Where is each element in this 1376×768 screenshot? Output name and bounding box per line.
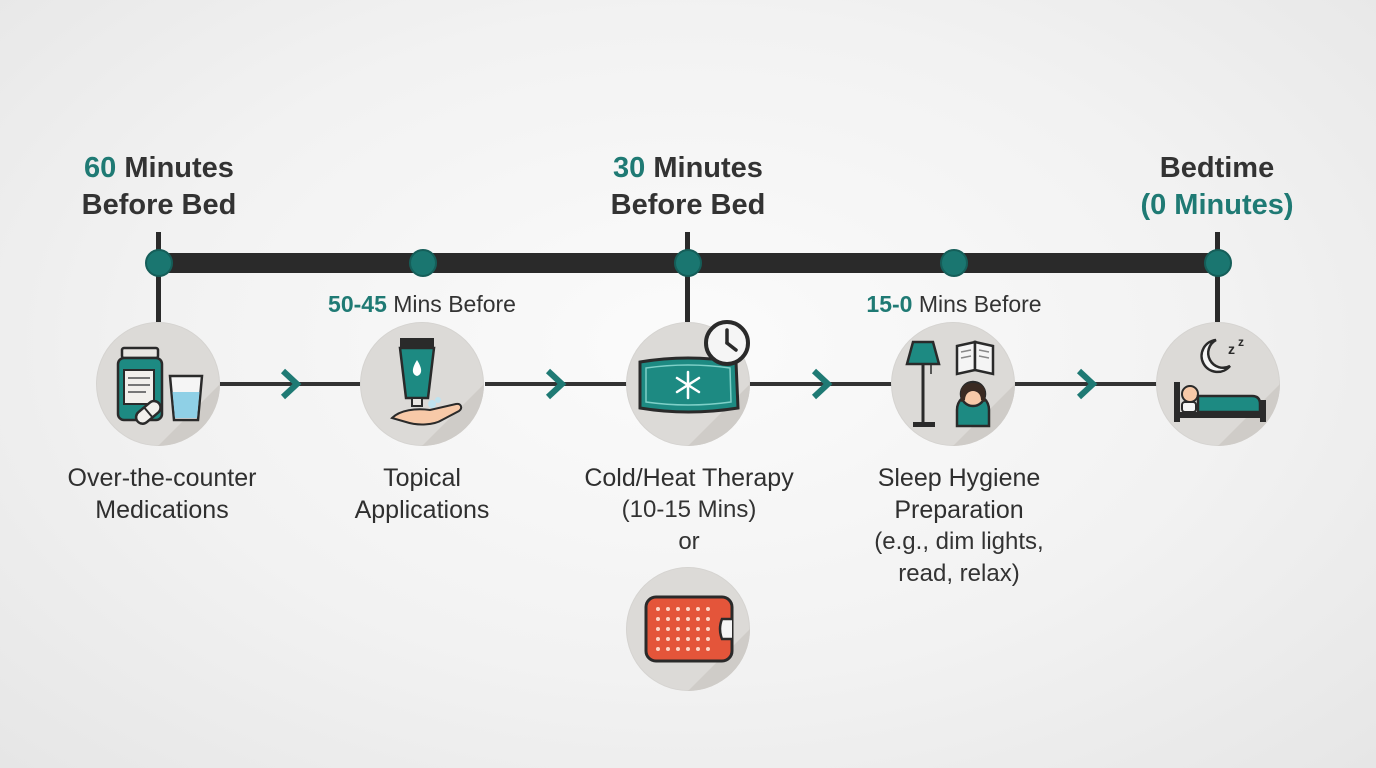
clock-icon (704, 320, 750, 366)
timeline-tick-top (685, 232, 690, 257)
timeline-dot-bedtime (1204, 249, 1232, 277)
timeline-dot-60 (145, 249, 173, 277)
timeline-tick-down (1215, 270, 1220, 322)
heating-pad-icon (626, 567, 750, 691)
svg-text:z: z (1228, 341, 1235, 357)
interval-50-45-label: 50-45 Mins Before (328, 291, 516, 317)
timeline-tick-down (685, 270, 690, 322)
timeline-dot-50-45 (409, 249, 437, 277)
lamp-book-person-icon (891, 322, 1015, 446)
timeline-tick-down (156, 270, 161, 322)
timeline-dot-15-0 (940, 249, 968, 277)
timeline-tick-top (156, 232, 161, 257)
flow-connector (220, 382, 360, 386)
flow-connector (485, 382, 627, 386)
chevron-right-icon (545, 368, 567, 400)
timeline-dot-30 (674, 249, 702, 277)
step-topical-label: Topical Applications (354, 464, 490, 524)
svg-text:z: z (1238, 335, 1244, 349)
flow-connector (1015, 382, 1157, 386)
step-medications-label: Over-the-counter Medications (67, 464, 257, 524)
chevron-right-icon (280, 368, 302, 400)
cream-tube-hand-icon (360, 322, 484, 446)
flow-connector (750, 382, 892, 386)
milestone-bedtime-heading: Bedtime (0 Minutes) (1140, 152, 1294, 221)
milestone-30-heading: 30 Minutes Before Bed (610, 152, 766, 221)
chevron-right-icon (1076, 368, 1098, 400)
timeline-tick-top (1215, 232, 1220, 257)
medication-bottle-and-water-icon (96, 322, 220, 446)
step-cold-heat-label: Cold/Heat Therapy (10-15 Mins) or (584, 464, 794, 555)
sleeping-in-bed-icon: z z (1156, 322, 1280, 446)
milestone-60-heading: 60 Minutes Before Bed (81, 152, 237, 221)
step-sleep-hygiene-label: Sleep Hygiene Preparation (e.g., dim lig… (874, 464, 1044, 587)
interval-15-0-label: 15-0 Mins Before (866, 291, 1042, 317)
chevron-right-icon (811, 368, 833, 400)
